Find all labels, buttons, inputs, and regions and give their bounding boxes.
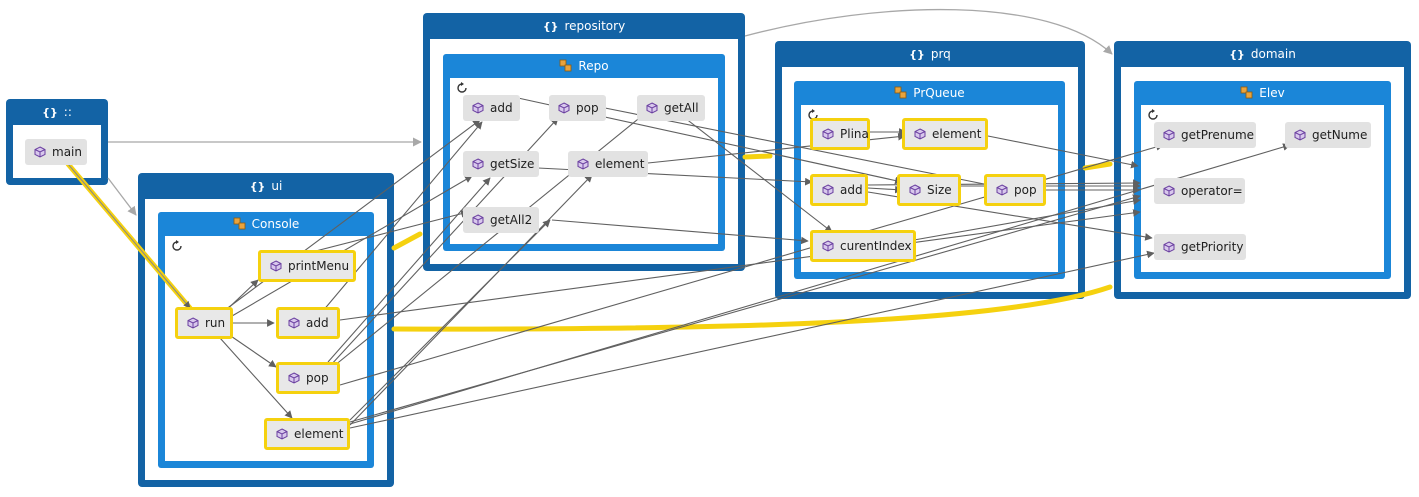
method-icon — [1163, 241, 1175, 253]
node-getpriority[interactable]: getPriority — [1154, 234, 1246, 260]
recursion-icon — [1148, 109, 1158, 120]
method-icon — [646, 102, 658, 114]
node-repo-getsize[interactable]: getSize — [463, 151, 539, 177]
node-prq-plina[interactable]: Plina — [810, 118, 870, 150]
node-repo-pop[interactable]: pop — [549, 95, 606, 121]
method-icon — [558, 102, 570, 114]
method-icon — [187, 317, 199, 329]
class-icon — [1240, 86, 1253, 99]
method-icon — [472, 158, 484, 170]
namespace-global-title: :: — [63, 105, 72, 119]
node-prq-curentindex[interactable]: curentIndex — [810, 230, 916, 262]
method-icon — [270, 260, 282, 272]
node-prq-size[interactable]: Size — [897, 174, 961, 206]
node-getnume[interactable]: getNume — [1285, 122, 1371, 148]
node-run[interactable]: run — [175, 307, 233, 339]
method-icon — [34, 146, 46, 158]
class-prqueue-title: PrQueue — [913, 86, 965, 100]
class-repo-title: Repo — [578, 59, 609, 73]
method-icon — [822, 240, 834, 252]
namespace-icon: {} — [909, 48, 925, 61]
namespace-prq-title: prq — [930, 47, 951, 61]
class-icon — [233, 217, 246, 230]
namespace-domain-title: domain — [1250, 47, 1296, 61]
node-getprenume[interactable]: getPrenume — [1154, 122, 1256, 148]
method-icon — [1163, 129, 1175, 141]
recursion-icon — [457, 82, 467, 93]
namespace-icon: {} — [249, 180, 266, 193]
method-icon — [276, 428, 288, 440]
method-icon — [909, 184, 921, 196]
node-repo-add[interactable]: add — [463, 95, 520, 121]
method-icon — [822, 128, 834, 140]
node-repo-getall2[interactable]: getAll2 — [463, 207, 539, 233]
node-repo-getall[interactable]: getAll — [637, 95, 705, 121]
method-icon — [996, 184, 1008, 196]
node-printmenu[interactable]: printMenu — [258, 250, 356, 282]
node-repo-element[interactable]: element — [568, 151, 648, 177]
class-icon — [560, 59, 572, 72]
method-icon — [288, 317, 300, 329]
edge-prq-domain-highlight — [1082, 161, 1113, 171]
namespace-ui-title: ui — [271, 179, 283, 193]
method-icon — [1294, 129, 1306, 141]
method-icon — [288, 372, 300, 384]
class-icon — [894, 86, 907, 99]
namespace-icon: {} — [1229, 48, 1245, 61]
namespace-repository-title: repository — [564, 19, 626, 33]
edge-ui-repository-highlight — [391, 231, 423, 251]
edge-repository-prq-highlight — [742, 153, 773, 160]
method-icon — [472, 214, 484, 226]
node-ui-pop[interactable]: pop — [276, 362, 340, 394]
node-operator-assign[interactable]: operator= — [1154, 178, 1245, 204]
edge-global-ui — [107, 177, 137, 216]
namespace-icon: {} — [42, 106, 58, 119]
namespace-icon: {} — [542, 20, 559, 33]
class-elev-title: Elev — [1259, 86, 1285, 100]
node-prq-element[interactable]: element — [902, 118, 988, 150]
method-icon — [914, 128, 926, 140]
node-main[interactable]: main — [25, 139, 87, 165]
node-ui-add[interactable]: add — [276, 307, 340, 339]
class-console-title: Console — [251, 217, 300, 231]
method-icon — [822, 184, 834, 196]
method-icon — [577, 158, 589, 170]
node-prq-pop[interactable]: pop — [984, 174, 1046, 206]
node-prq-add[interactable]: add — [810, 174, 868, 206]
method-icon — [472, 102, 484, 114]
node-ui-element[interactable]: element — [264, 418, 350, 450]
recursion-icon — [172, 240, 182, 251]
method-icon — [1163, 185, 1175, 197]
